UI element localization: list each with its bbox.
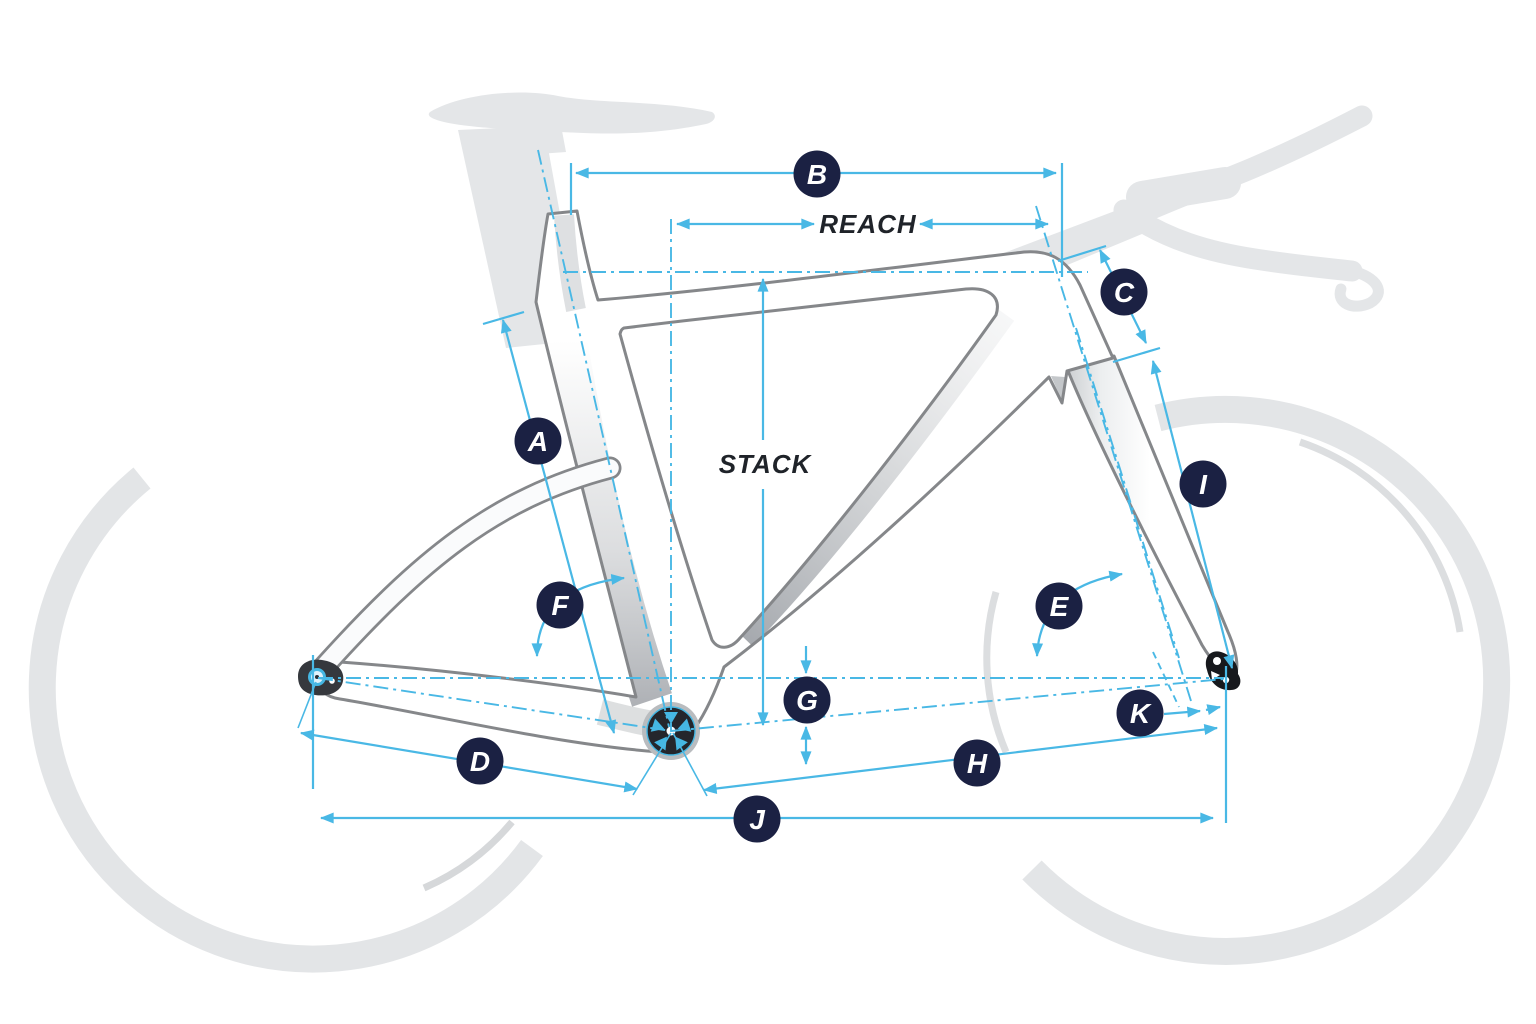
badge-c: C: [1100, 268, 1148, 316]
measurement-badges: B C A I F E G K: [456, 150, 1227, 843]
dim-a-line: [500, 318, 617, 735]
badge-a: A: [514, 417, 562, 465]
dim-c-bottom-tick: [1112, 346, 1161, 364]
badge-j: J: [733, 795, 781, 843]
badge-c-label: C: [1114, 277, 1135, 308]
badge-j-label: J: [749, 804, 766, 835]
badge-f: F: [536, 581, 584, 629]
dim-i-line: [1150, 359, 1235, 670]
badge-g: G: [783, 676, 831, 724]
dim-c-top-tick: [1057, 244, 1107, 263]
stack-label: STACK: [719, 449, 813, 479]
armrest-ghost: [1126, 167, 1241, 213]
badge-h: H: [953, 739, 1001, 787]
badge-i: I: [1179, 460, 1227, 508]
leader-lines: [297, 681, 708, 797]
badge-g-label: G: [796, 685, 818, 716]
front-wheel-ghost: [983, 395, 1511, 965]
seat-stay: [310, 456, 622, 681]
chainstay-centerline: [317, 677, 672, 732]
seat-tube-axis: [537, 149, 670, 728]
badge-a-label: A: [527, 426, 548, 457]
frame: [310, 209, 1115, 754]
badge-e-label: E: [1050, 591, 1070, 622]
rake-offset-dashed-line: [1152, 651, 1180, 708]
dim-k-line2: [1205, 704, 1222, 716]
dimension-lines: [297, 149, 1235, 824]
badge-b-label: B: [807, 159, 827, 190]
badge-i-label: I: [1199, 469, 1208, 500]
badge-b: B: [793, 150, 841, 198]
badge-f-label: F: [551, 590, 569, 621]
rear-wheel-ghost: [28, 467, 543, 973]
dim-k-line: [1163, 706, 1202, 718]
badge-k-label: K: [1130, 698, 1152, 729]
brake-lever-ghost: [1334, 265, 1384, 312]
badge-d-label: D: [470, 746, 490, 777]
badge-e: E: [1035, 582, 1083, 630]
witness-lines: [311, 163, 1228, 823]
dim-a-top-tick: [482, 310, 525, 326]
badge-d: D: [456, 737, 504, 785]
basebar-ghost: [1113, 199, 1363, 282]
badge-k: K: [1116, 689, 1164, 737]
bottom-bracket: [642, 702, 700, 760]
reach-label: REACH: [819, 209, 917, 239]
badge-h-label: H: [967, 748, 988, 779]
